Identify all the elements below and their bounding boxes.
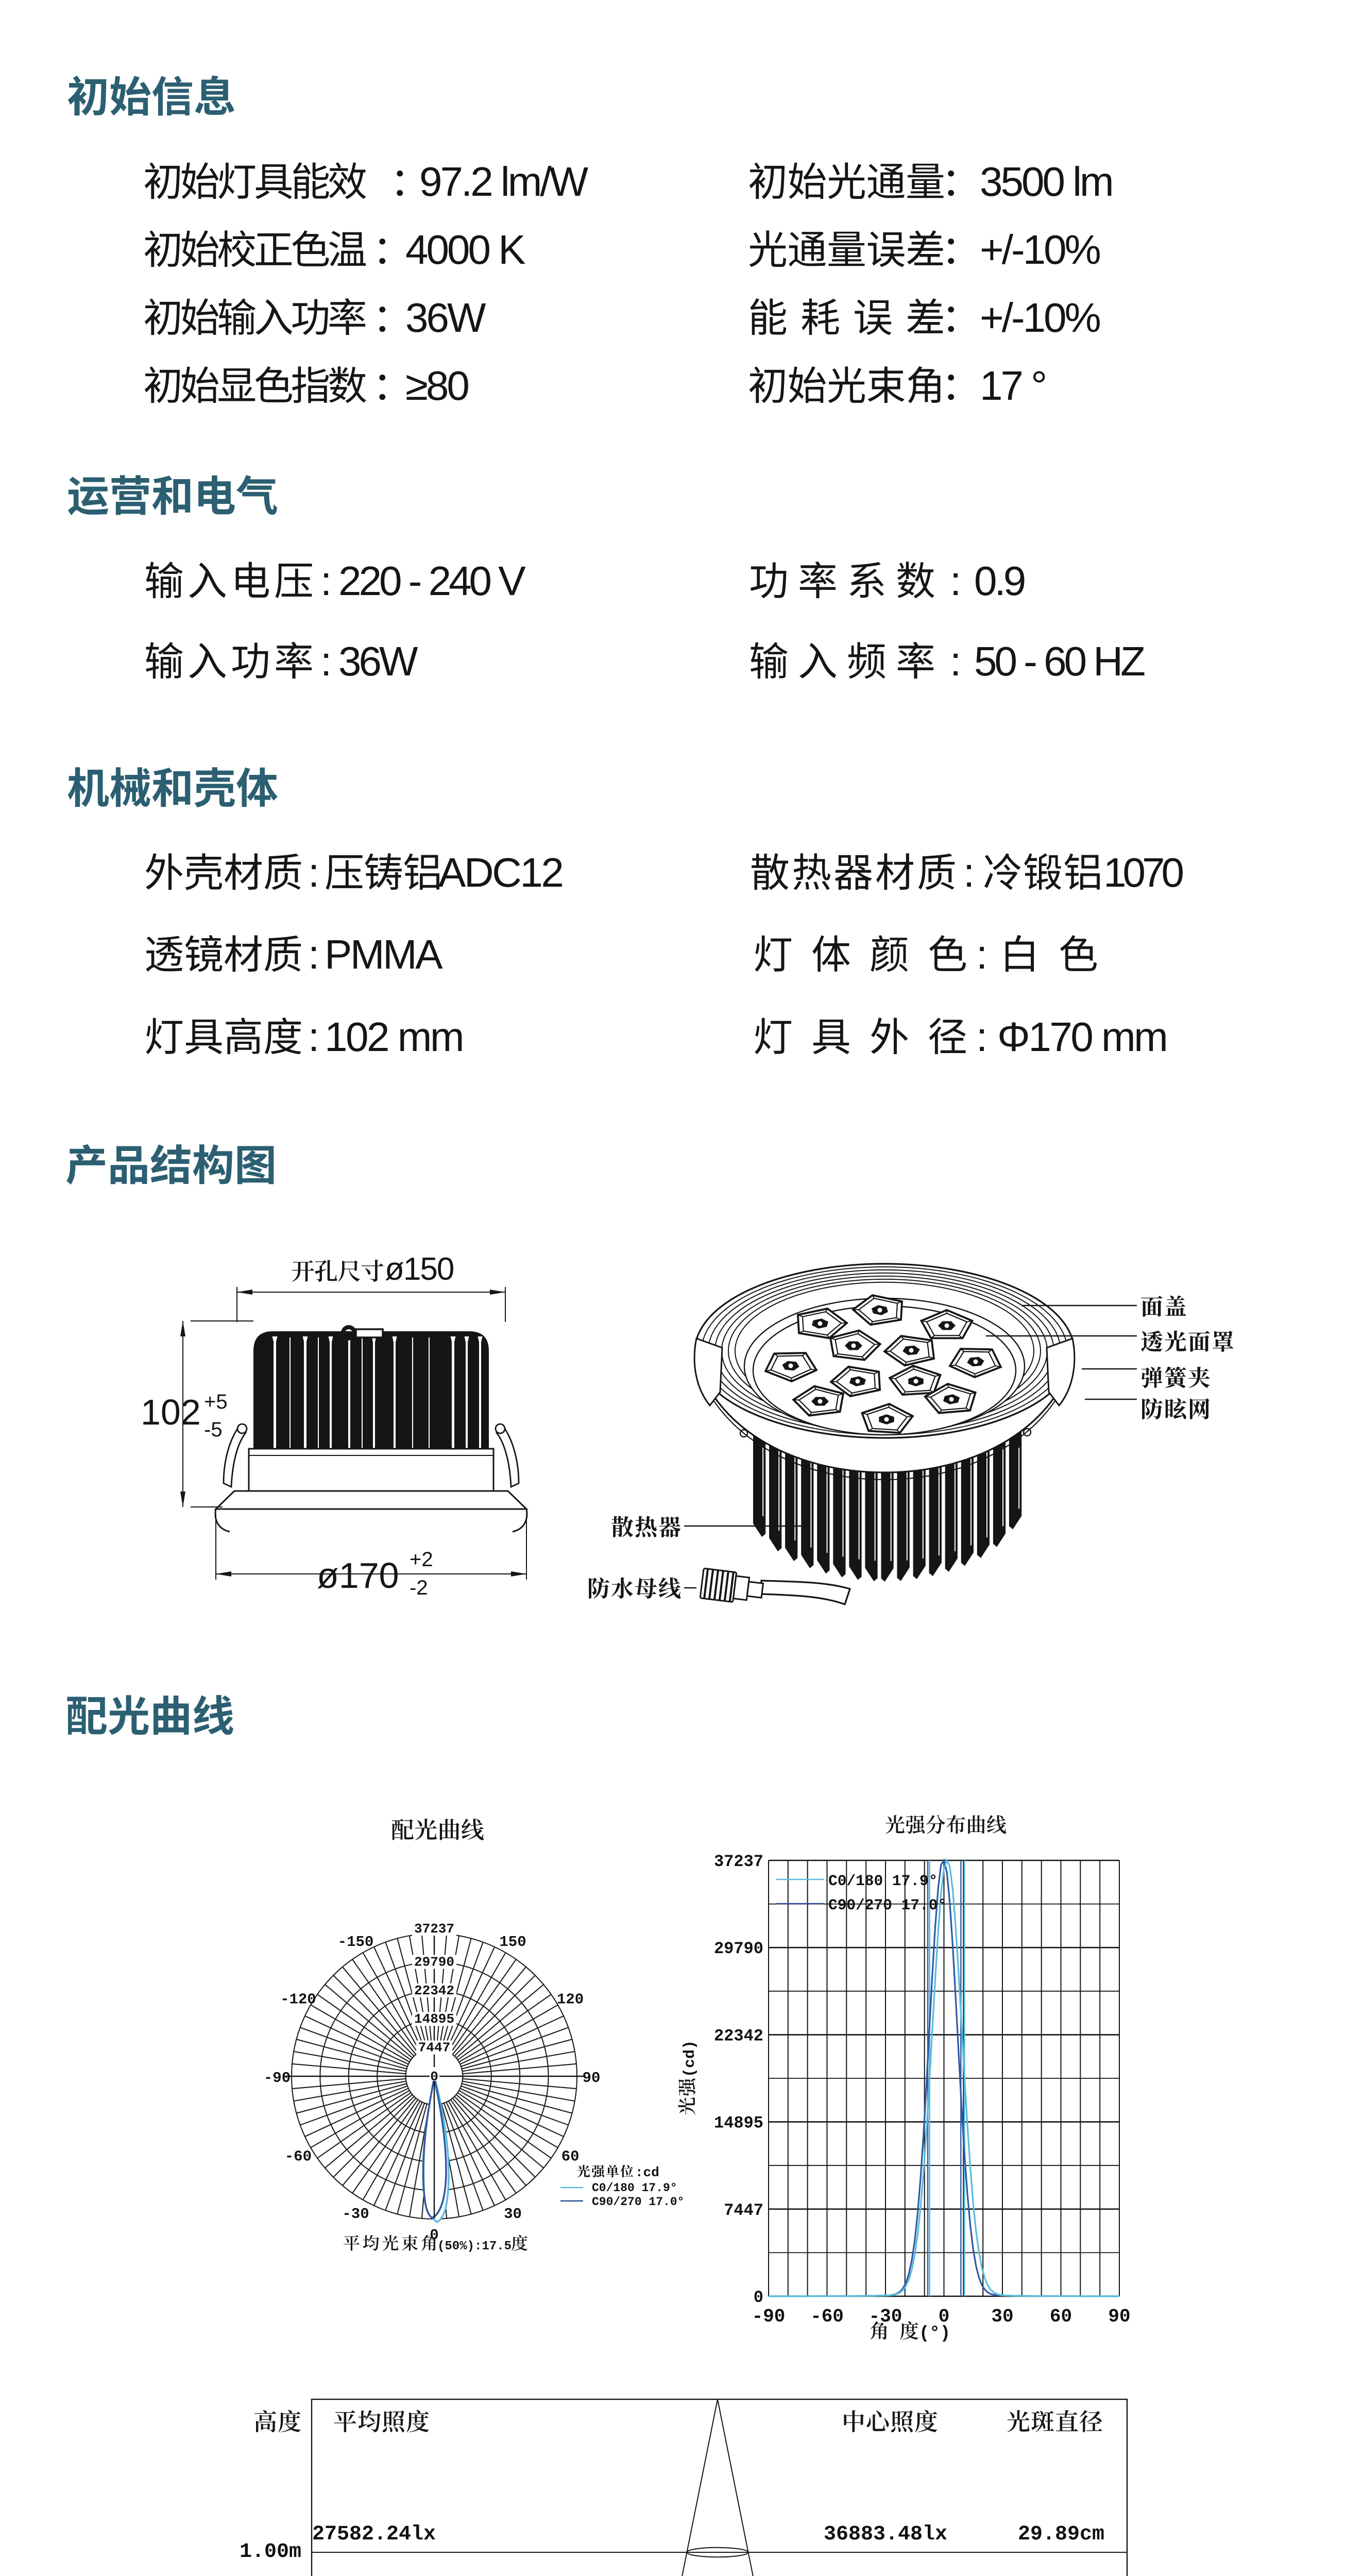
svg-text:-30: -30: [342, 2206, 369, 2223]
svg-text:-2: -2: [410, 1577, 428, 1599]
svg-text:0: 0: [754, 2288, 763, 2307]
svg-text:ø150: ø150: [385, 1251, 454, 1287]
svg-text:30: 30: [991, 2306, 1013, 2327]
svg-text:PMMA: PMMA: [325, 931, 443, 977]
svg-text:29790: 29790: [714, 1939, 763, 1958]
svg-text:ADC12: ADC12: [438, 850, 562, 895]
svg-text:220 - 240 V: 220 - 240 V: [338, 558, 526, 604]
svg-text:60: 60: [561, 2148, 580, 2165]
svg-text:C90/270 17.0°: C90/270 17.0°: [592, 2195, 684, 2209]
svg-text::: :: [976, 931, 987, 977]
svg-text:Φ170 mm: Φ170 mm: [997, 1014, 1166, 1060]
svg-text:-90: -90: [264, 2070, 291, 2087]
svg-text::: :: [320, 558, 332, 604]
svg-text:0.9: 0.9: [974, 558, 1025, 604]
svg-text::: :: [963, 850, 975, 895]
svg-text:14895: 14895: [414, 2011, 454, 2027]
svg-text:+2: +2: [410, 1548, 433, 1571]
svg-text:90: 90: [583, 2070, 601, 2087]
svg-text:36883.48lx: 36883.48lx: [824, 2523, 947, 2546]
svg-text:14895: 14895: [714, 2114, 763, 2133]
svg-text:150: 150: [499, 1934, 526, 1951]
svg-text:1.00m: 1.00m: [240, 2540, 301, 2564]
svg-text::: :: [976, 1014, 987, 1060]
svg-text:30: 30: [504, 2206, 522, 2223]
svg-text:C0/180 17.9°: C0/180 17.9°: [828, 1872, 938, 1890]
svg-text:0: 0: [430, 2227, 438, 2244]
svg-text:-90: -90: [752, 2306, 786, 2327]
svg-text:+/-10%: +/-10%: [980, 295, 1100, 341]
svg-text:(cd): (cd): [682, 2040, 699, 2077]
svg-text:7447: 7447: [418, 2040, 450, 2056]
svg-text:3500 lm: 3500 lm: [980, 159, 1112, 205]
svg-text:-120: -120: [280, 1991, 316, 2008]
svg-text:(50%):17.5: (50%):17.5: [437, 2240, 512, 2253]
svg-text:7447: 7447: [724, 2201, 763, 2220]
svg-text:22342: 22342: [414, 1983, 454, 1998]
svg-text:120: 120: [557, 1991, 584, 2008]
svg-text:97.2 lm/W: 97.2 lm/W: [419, 159, 589, 205]
svg-text:90: 90: [1108, 2306, 1130, 2327]
svg-text::: :: [950, 558, 961, 604]
svg-text:29.89cm: 29.89cm: [1018, 2523, 1104, 2546]
svg-text:29790: 29790: [414, 1954, 454, 1970]
svg-text::: :: [950, 638, 961, 684]
svg-text:50 - 60 HZ: 50 - 60 HZ: [974, 638, 1145, 684]
svg-text:-60: -60: [285, 2148, 312, 2165]
svg-text:0: 0: [430, 2069, 438, 2084]
svg-text::: :: [308, 931, 319, 977]
svg-text:4000 K: 4000 K: [405, 227, 525, 273]
svg-text:ø170: ø170: [317, 1555, 399, 1596]
svg-text:17 °: 17 °: [980, 363, 1045, 409]
svg-text:C90/270 17.0°: C90/270 17.0°: [828, 1896, 947, 1914]
svg-text:C0/180 17.9°: C0/180 17.9°: [592, 2181, 677, 2195]
svg-text:1070: 1070: [1103, 850, 1183, 895]
svg-text:-60: -60: [810, 2306, 844, 2327]
svg-text:(°): (°): [919, 2324, 950, 2344]
svg-text:-5: -5: [204, 1418, 223, 1441]
svg-text:≥80: ≥80: [405, 363, 468, 409]
svg-text:-30: -30: [869, 2306, 902, 2327]
svg-text:36W: 36W: [405, 295, 486, 341]
svg-text:37237: 37237: [714, 1852, 763, 1871]
svg-text::: :: [320, 638, 332, 684]
svg-text:+5: +5: [204, 1391, 228, 1413]
svg-text::: :: [308, 1014, 319, 1060]
svg-text:37237: 37237: [414, 1921, 454, 1937]
svg-text:36W: 36W: [338, 638, 418, 684]
svg-text:102: 102: [141, 1392, 201, 1432]
svg-text:+/-10%: +/-10%: [980, 227, 1100, 273]
svg-text:-150: -150: [338, 1934, 374, 1951]
svg-text:0: 0: [939, 2306, 950, 2327]
svg-text::: :: [308, 850, 319, 895]
svg-text::cd: :cd: [635, 2165, 659, 2180]
svg-text:60: 60: [1050, 2306, 1072, 2327]
svg-text:102 mm: 102 mm: [325, 1014, 463, 1060]
svg-text:27582.24lx: 27582.24lx: [312, 2523, 436, 2546]
svg-text:22342: 22342: [714, 2026, 763, 2045]
